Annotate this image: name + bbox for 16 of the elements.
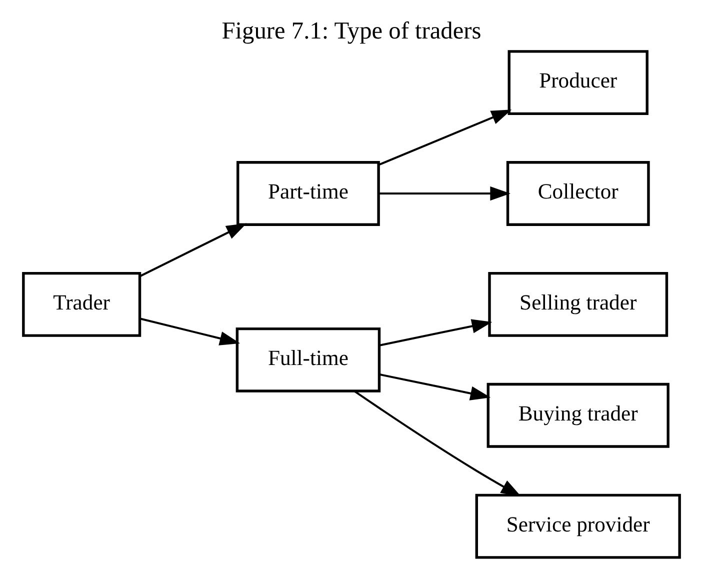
node-box: Selling trader bbox=[488, 272, 668, 337]
node-box: Buying trader bbox=[486, 382, 670, 448]
arrow bbox=[379, 373, 491, 400]
node-box: Trader bbox=[22, 272, 142, 337]
node-box: Collector bbox=[506, 161, 650, 226]
diagram-title: Figure 7.1: Type of traders bbox=[222, 17, 482, 44]
arrow bbox=[140, 223, 247, 278]
node-box: Producer bbox=[508, 50, 648, 116]
arrow bbox=[354, 390, 522, 497]
arrow bbox=[378, 110, 512, 166]
node-box: Part-time bbox=[236, 161, 380, 226]
node-box: Full-time bbox=[236, 327, 381, 392]
arrow bbox=[379, 319, 492, 346]
arrow bbox=[378, 186, 510, 201]
arrow bbox=[140, 318, 240, 346]
node-box: Service provider bbox=[475, 494, 681, 559]
